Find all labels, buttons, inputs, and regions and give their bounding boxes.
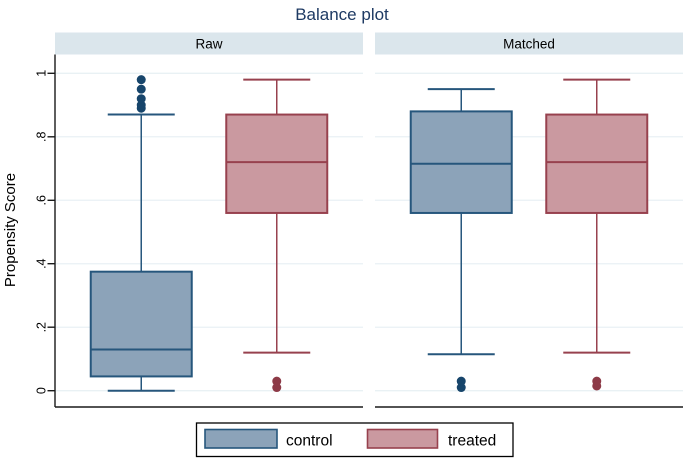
boxplot-raw-treated bbox=[225, 78, 329, 393]
outlier-dot bbox=[272, 383, 282, 393]
boxplot-matched-treated bbox=[545, 78, 649, 391]
y-axis-title: Propensity Score bbox=[2, 173, 19, 287]
boxplot-raw-control bbox=[89, 75, 193, 392]
y-tick-label-0: 0 bbox=[34, 387, 48, 394]
outlier-dot bbox=[136, 75, 146, 85]
outlier-dot bbox=[136, 100, 146, 110]
chart-title: Balance plot bbox=[295, 5, 389, 24]
legend-swatch-treated bbox=[366, 428, 439, 449]
iqr-box bbox=[545, 113, 649, 214]
legend-swatch-control bbox=[204, 428, 278, 449]
boxplot-matched-control bbox=[409, 88, 513, 393]
outlier-dot bbox=[456, 383, 466, 393]
y-tick-label-02: .2 bbox=[34, 322, 48, 332]
panel-header-raw-label: Raw bbox=[195, 37, 222, 52]
outlier-dot bbox=[456, 376, 466, 386]
panel-header-matched-label: Matched bbox=[503, 37, 555, 52]
outlier-dot bbox=[272, 376, 282, 386]
y-tick-label-1: 1 bbox=[34, 70, 48, 77]
panel-header-matched bbox=[375, 32, 683, 55]
legend-label-control: control bbox=[286, 433, 333, 450]
outlier-dot bbox=[592, 376, 602, 386]
outlier-dot bbox=[136, 94, 146, 104]
y-tick-label-06: .6 bbox=[34, 195, 48, 205]
y-tick-label-08: .8 bbox=[34, 132, 48, 142]
boxplots bbox=[89, 75, 649, 393]
panel-header-raw bbox=[55, 32, 363, 55]
y-tick-label-04: .4 bbox=[34, 258, 48, 268]
iqr-box bbox=[89, 270, 193, 378]
iqr-box bbox=[409, 110, 513, 214]
iqr-box bbox=[225, 113, 329, 214]
outlier-dot bbox=[136, 84, 146, 94]
legend-label-treated: treated bbox=[448, 433, 496, 450]
